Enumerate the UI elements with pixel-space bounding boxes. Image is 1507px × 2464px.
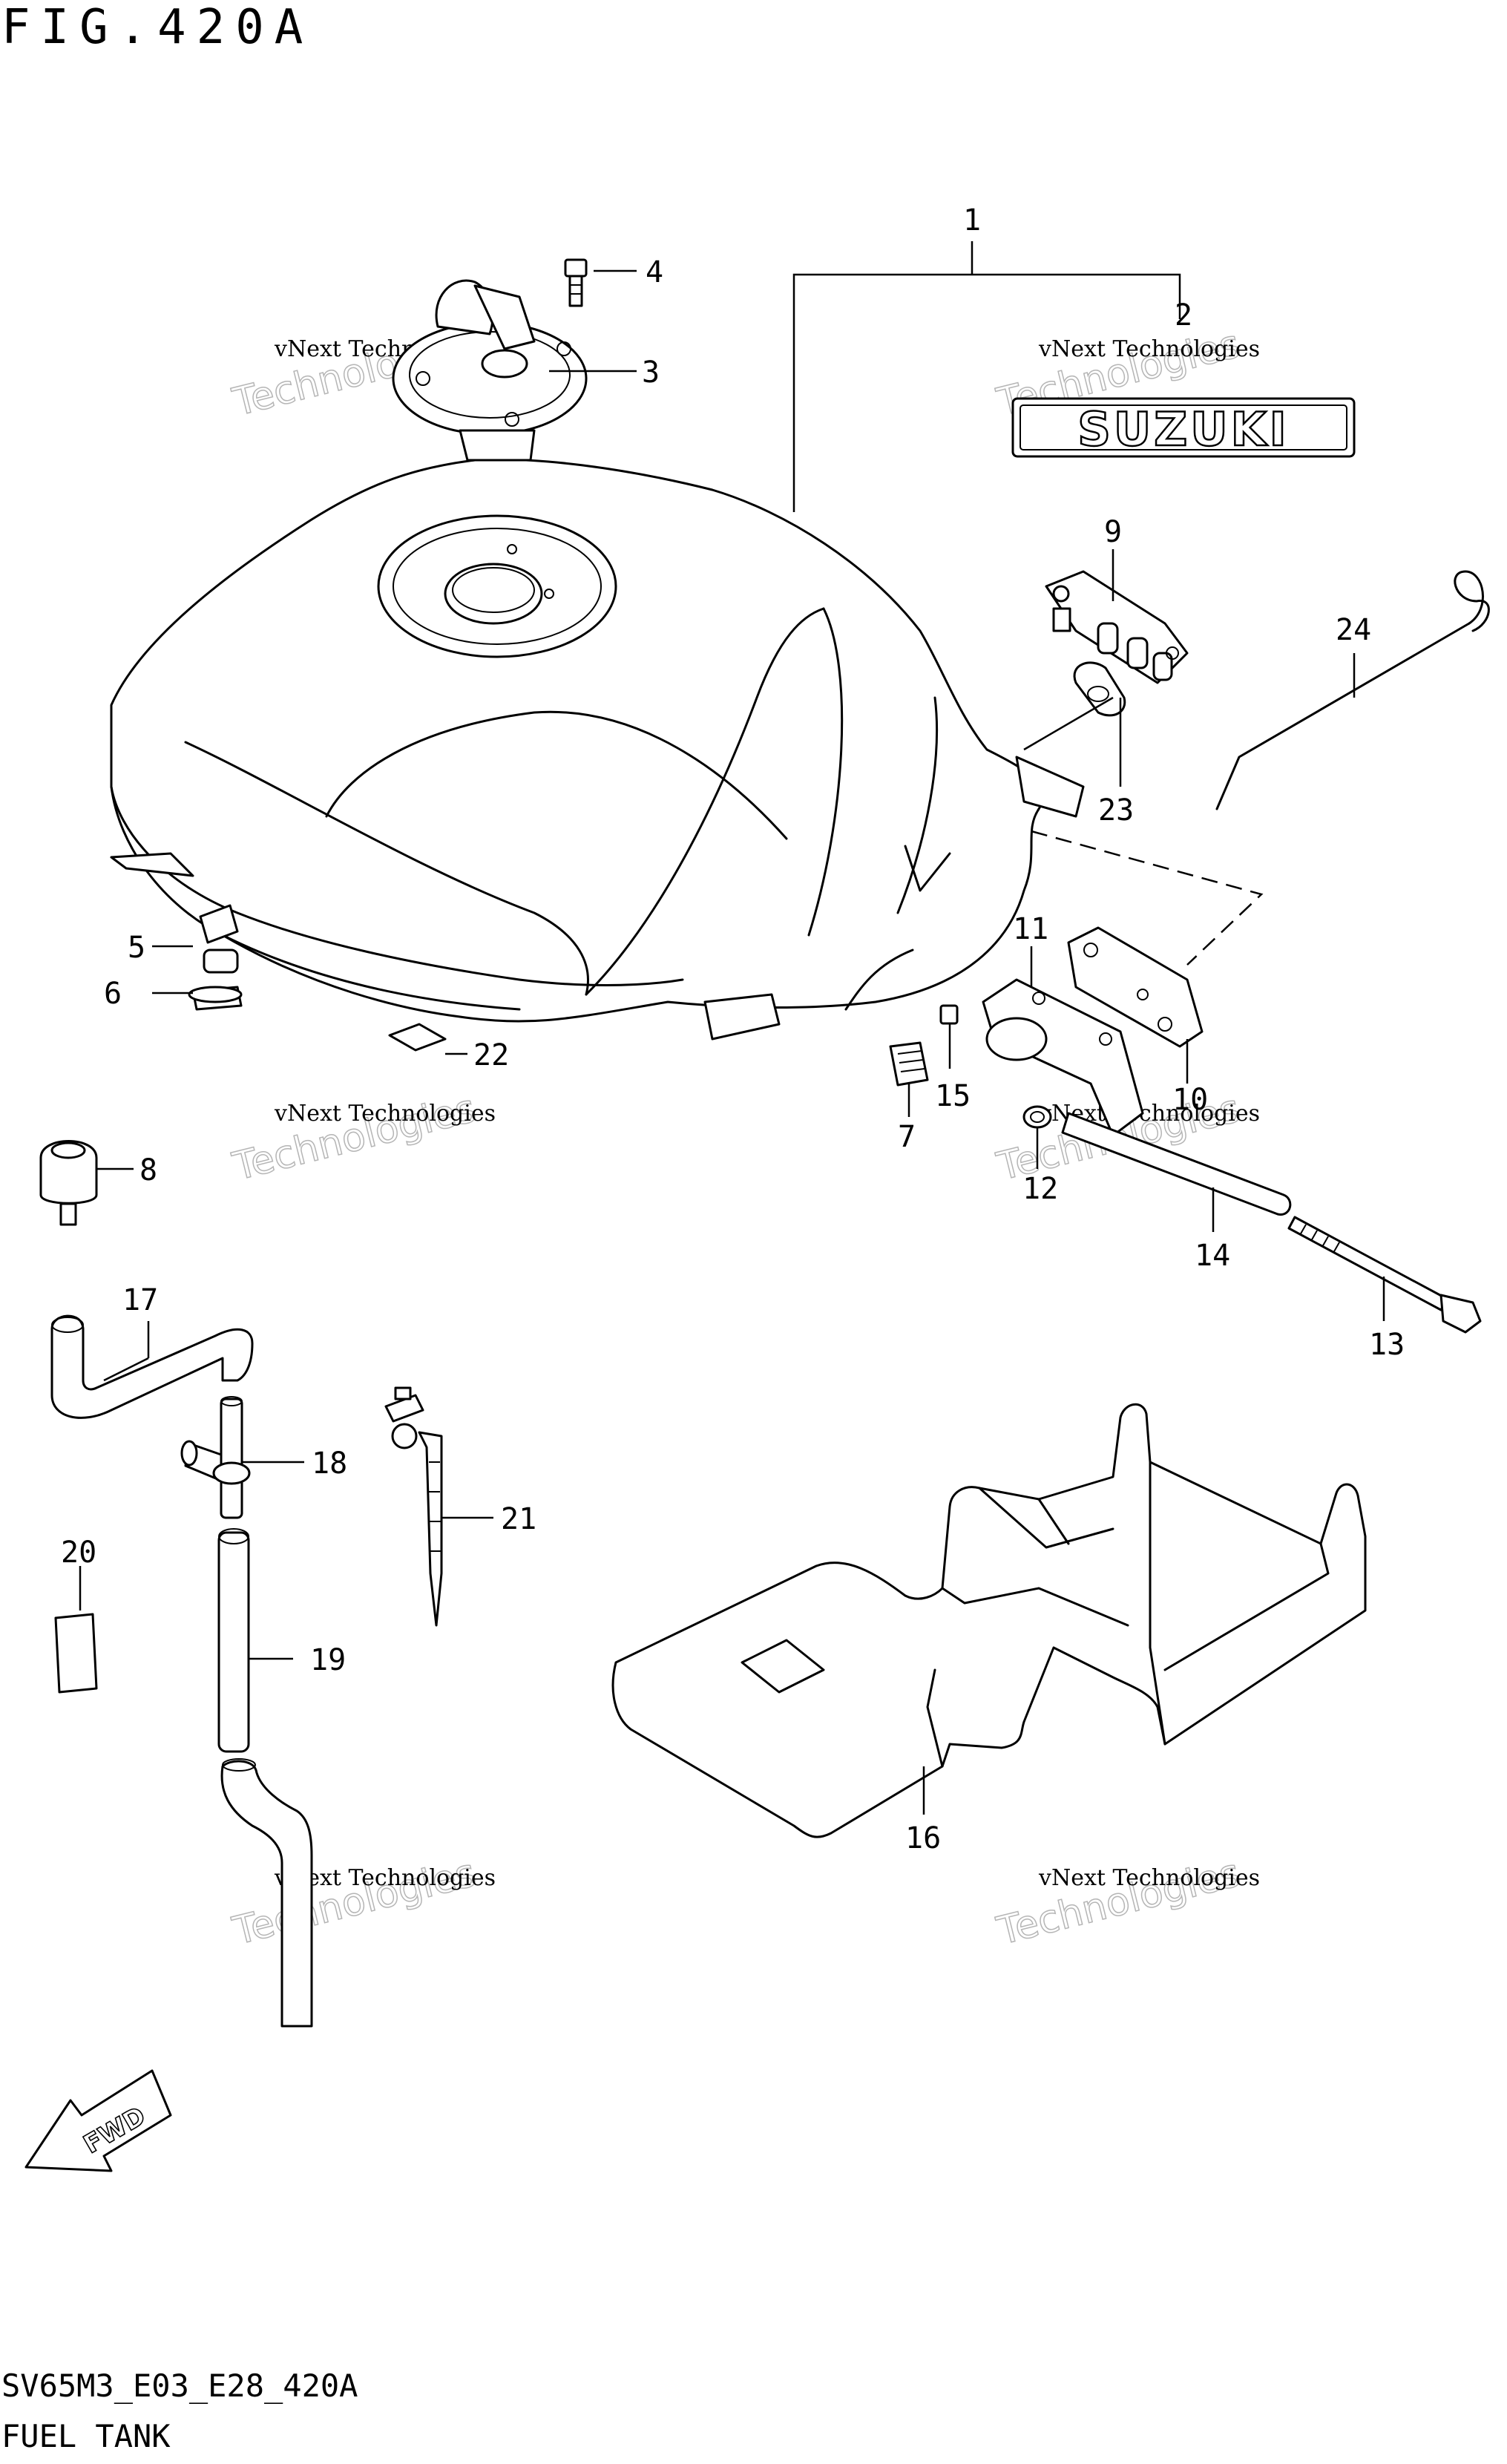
callout-19: 19 <box>310 1643 346 1677</box>
small-clip <box>939 1004 959 1025</box>
nut <box>1022 1105 1052 1129</box>
caution-label <box>889 1041 929 1087</box>
callout-22: 22 <box>473 1038 509 1072</box>
callout-leaders <box>79 269 1385 1815</box>
bracket-grommet <box>1073 661 1126 717</box>
breather-hose-lower <box>220 1758 313 2028</box>
tank-pad <box>388 1023 447 1052</box>
suzuki-emblem: SUZUKI <box>1011 397 1356 458</box>
callout-10: 10 <box>1172 1083 1208 1117</box>
callout-16: 16 <box>905 1821 941 1855</box>
callout-12: 12 <box>1022 1172 1058 1206</box>
callout-15: 15 <box>935 1079 971 1113</box>
forward-direction-arrow-icon: FWD <box>24 2069 172 2172</box>
callout-23: 23 <box>1098 793 1134 828</box>
callout-7: 7 <box>898 1120 916 1154</box>
leader-bracket-part-1 <box>792 241 1181 512</box>
fuel-filler-cap <box>392 279 588 462</box>
svg-text:vNext Technologies: vNext Technologies <box>1038 1865 1260 1891</box>
callout-21: 21 <box>501 1502 536 1536</box>
cable-tie <box>384 1386 443 1627</box>
tank-bracket-lower <box>982 978 1144 1137</box>
watermark-mid-left: Technologies vNext Technologies <box>228 1086 496 1190</box>
svg-text:vNext Technologies: vNext Technologies <box>1038 336 1260 362</box>
hose-label <box>54 1613 98 1694</box>
watermark-bottom-left: Technologies vNext Technologies <box>228 1850 496 1955</box>
callout-8: 8 <box>139 1153 157 1187</box>
svg-text:vNext Technologies: vNext Technologies <box>274 1101 496 1127</box>
rubber-cushion <box>39 1140 98 1226</box>
callout-18: 18 <box>312 1446 347 1481</box>
mounting-bolt <box>1287 1216 1482 1334</box>
callout-17: 17 <box>122 1283 158 1317</box>
tank-prop-rod <box>1215 570 1490 810</box>
diagram-code: SV65M3_E03_E28_420A <box>1 2368 358 2404</box>
figure-title: FIG.420A <box>1 0 314 55</box>
cap-bolt <box>564 258 588 307</box>
svg-text:SUZUKI: SUZUKI <box>1077 402 1289 456</box>
callout-14: 14 <box>1195 1239 1230 1273</box>
callout-4: 4 <box>646 255 663 289</box>
group-name: FUEL TANK <box>1 2418 171 2454</box>
callout-5: 5 <box>128 931 145 965</box>
tank-bracket-upper <box>1045 570 1189 684</box>
callout-13: 13 <box>1369 1328 1405 1362</box>
callout-2: 2 <box>1175 298 1192 332</box>
callout-1: 1 <box>963 203 981 237</box>
assembly-reference-line <box>1031 830 1264 966</box>
hose-t-joint <box>180 1396 251 1519</box>
callout-3: 3 <box>642 355 660 390</box>
breather-hose-straight <box>217 1528 250 1753</box>
callout-11: 11 <box>1013 912 1048 946</box>
callout-24: 24 <box>1336 613 1371 647</box>
spacer-pipe <box>1061 1112 1292 1216</box>
callout-9: 9 <box>1104 515 1122 549</box>
watermark-bottom-right: Technologies vNext Technologies <box>992 1850 1260 1955</box>
callout-20: 20 <box>61 1536 96 1570</box>
callout-labels: 1 2 3 4 5 6 7 8 9 10 11 12 13 14 15 16 1… <box>61 203 1405 1855</box>
callout-6: 6 <box>104 977 122 1011</box>
tank-heat-cover <box>611 1403 1367 1838</box>
mount-damper <box>188 904 243 1011</box>
fuel-tank <box>110 458 1085 1041</box>
bracket-plate-right <box>1067 926 1204 1048</box>
breather-hose-upper <box>50 1314 254 1419</box>
